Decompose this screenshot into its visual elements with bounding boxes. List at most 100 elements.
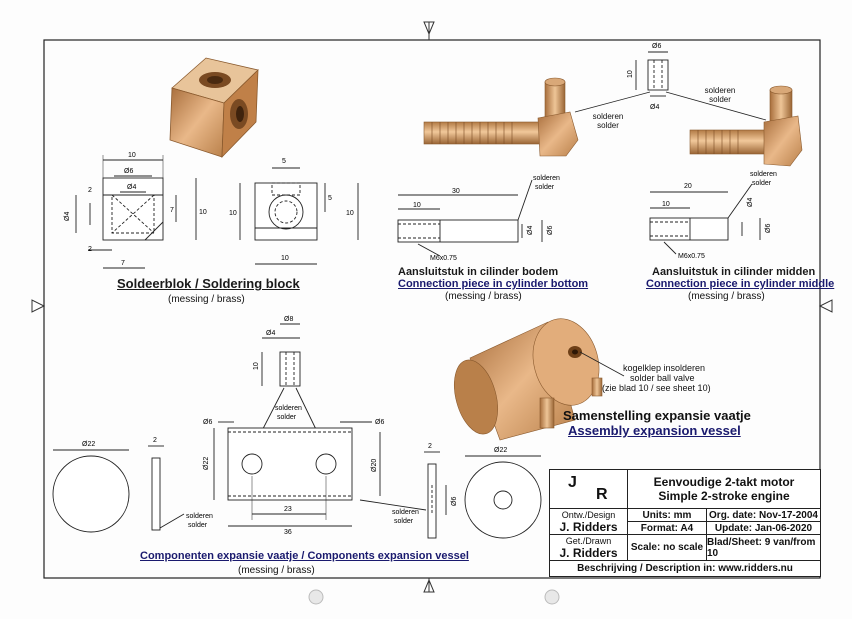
ball-valve-line-3: (zie blad 10 / see sheet 10) [602,383,711,393]
right-disc-dim-d22: Ø22 [494,447,507,454]
top-solder-leader-left [574,91,651,113]
comp-body-dim-d6b: Ø6 [375,419,384,426]
middle-dim-20: 20 [684,183,692,190]
middle-dim-d4: Ø4 [747,198,754,207]
assembly-3d [454,318,603,441]
assembly-title-nl: Samenstelling expansie vaatje [563,408,751,423]
center-mark-right [818,299,833,313]
comp-solder-center-1: solderen [275,405,302,412]
update-cell: Update: Jan-06-2020 [706,521,821,535]
top-solder-leader-right [665,91,767,121]
description-cell: Beschrijving / Description in: www.ridde… [549,560,821,577]
block-dim-10b: 10 [199,209,207,216]
center-mark-bottom [423,578,435,593]
middle-solder-label-1: solderen [750,171,777,178]
comp-tube-dim-10: 10 [253,362,260,370]
bottom-dim-10: 10 [413,202,421,209]
left-disc-solder-1: solderen [186,513,213,520]
logo-j: J [568,474,577,491]
top-tube-dim-d4: Ø4 [650,104,659,111]
top-solder-left: solderen solder [592,112,624,130]
block-dim-d4-side: Ø4 [64,212,71,221]
components-material: (messing / brass) [238,565,315,576]
bottom-dim-d6: Ø6 [547,226,554,235]
block-title: Soldeerblok / Soldering block [117,276,300,291]
block-side-view [239,167,359,265]
engine-title-en: Simple 2-stroke engine [658,489,790,503]
left-disc-dim-d22: Ø22 [82,441,95,448]
punch-hole-left [308,589,324,605]
right-disc-solder-1: solderen [392,509,419,516]
assembly-title-en: Assembly expansion vessel [568,423,741,438]
middle-dim-10: 10 [662,201,670,208]
drawer-name: J. Ridders [559,545,618,560]
middle-solder-label-2: solder [752,180,772,187]
title-block: J R Eenvoudige 2-takt motor Simple 2-str… [549,469,821,577]
block-material: (messing / brass) [168,294,245,305]
bottom-solder-label-1: solderen [533,175,560,182]
block-dim-d6: Ø6 [124,168,133,175]
block-dim-7: 7 [170,207,174,214]
center-mark-left [31,299,46,313]
comp-tube-dim-d8: Ø8 [284,316,293,323]
bottom-piece-2d [397,179,543,257]
block-dim-2a: 2 [88,187,92,194]
top-tube-view [635,51,669,97]
block-dim-2b: 2 [88,246,92,253]
top-tube-dim-d6: Ø6 [652,43,661,50]
bottom-piece-title-en: Connection piece in cylinder bottom [398,278,589,290]
ball-valve-leader [579,351,625,377]
ball-valve-line-2: solder ball valve [630,373,695,383]
engine-title-nl: Eenvoudige 2-takt motor [653,475,795,489]
comp-solder-center-2: solder [277,414,297,421]
design-label: Ontw./Design [561,509,616,520]
bottom-piece-title-nl: Aansluitstuk in cilinder bodem [398,266,559,278]
punch-hole-right [544,589,560,605]
comp-body-dim-d20: Ø20 [371,459,378,472]
block-dim-10: 10 [128,152,136,159]
comp-tube-dim-d4: Ø4 [266,330,275,337]
units-cell: Units: mm [627,508,707,522]
org-date-cell: Org. date: Nov-17-2004 [706,508,821,522]
designer-name: J. Ridders [559,519,618,534]
comp-body-dim-d6a: Ø6 [203,419,212,426]
side-dim-5b: 5 [328,195,332,202]
middle-piece-title-en: Connection piece in cylinder middle [646,278,835,290]
top-solder-right: solderen solder [704,86,736,104]
middle-piece-material: (messing / brass) [688,291,765,302]
middle-piece-3d [689,85,803,167]
drawn-label: Get./Drawn [565,535,612,546]
ball-valve-line-1: kogelklep insolderen [623,363,706,373]
middle-piece-title-nl: Aansluitstuk in cilinder midden [652,266,816,278]
middle-dim-d6: Ø6 [765,224,772,233]
top-tube-dim-10: 10 [627,70,634,78]
comp-body-dim-36: 36 [284,529,292,536]
side-dim-5a: 5 [282,158,286,165]
scale-cell: Scale: no scale [627,534,707,561]
right-disc-dim-2: 2 [428,443,432,450]
block-front-view [75,155,197,269]
side-dim-10b: 10 [346,210,354,217]
comp-body-dim-23: 23 [284,506,292,513]
bottom-dim-thread: M6x0.75 [430,255,457,262]
side-dim-10a: 10 [229,210,237,217]
comp-body-dim-d22: Ø22 [203,457,210,470]
left-disc [52,445,185,533]
bottom-dim-30: 30 [452,188,460,195]
middle-dim-thread: M6x0.75 [678,253,705,260]
left-disc-solder-2: solder [188,522,208,529]
format-cell: Format: A4 [627,521,707,535]
sheet-cell: Blad/Sheet: 9 van/from 10 [706,534,821,561]
components-body [213,421,381,527]
center-mark-top [423,21,435,40]
side-dim-10c: 10 [281,255,289,262]
block-dim-d4: Ø4 [127,184,136,191]
logo-box: J R [549,469,628,509]
block-dim-7b: 7 [121,260,125,267]
block-3d [169,57,259,159]
middle-piece-2d [649,183,761,255]
bottom-piece-3d [423,77,579,157]
engine-title: Eenvoudige 2-takt motor Simple 2-stroke … [627,469,821,509]
